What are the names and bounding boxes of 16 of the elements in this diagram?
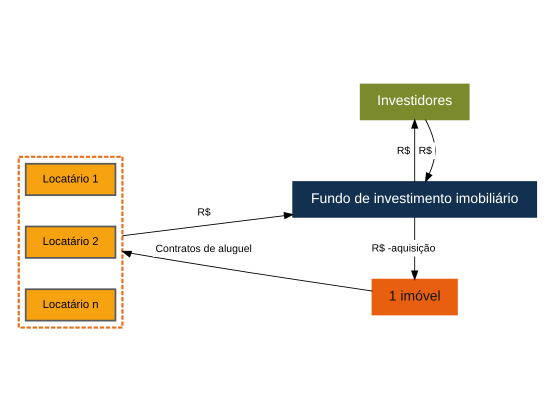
arrow [122, 212, 294, 236]
node-box: Investidores [360, 84, 470, 120]
cluster [18, 156, 124, 329]
edge-label: R$ [197, 207, 211, 218]
node-box: Fundo de investimento imobiliário [292, 181, 538, 218]
edge-label: Contratos de aluguel [156, 244, 252, 255]
node-box: Locatário 1 [24, 162, 116, 196]
arrow [121, 250, 373, 292]
arrow [424, 119, 436, 183]
node-box: Locatário 2 [24, 226, 116, 259]
edge-label: R$ -aquisição [372, 243, 436, 254]
edge-label: R$ [418, 146, 432, 157]
edge-label: R$ [396, 146, 410, 157]
arrow [411, 118, 418, 182]
node-box: 1 imóvel [372, 278, 458, 316]
node-box: Locatário n [24, 288, 116, 322]
